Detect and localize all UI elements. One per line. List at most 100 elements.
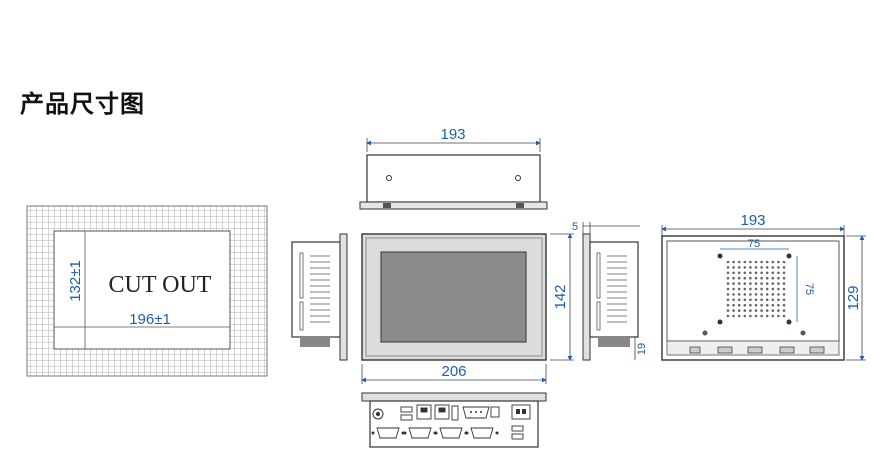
vent-hole: [749, 282, 752, 285]
back-width-dim: 193: [740, 212, 765, 229]
vent-hole: [754, 271, 758, 275]
vent-hole: [782, 271, 786, 275]
vent-hole: [782, 282, 786, 285]
vent-hole: [732, 282, 735, 285]
vent-hole: [754, 276, 758, 280]
front-view: 206 142: [361, 233, 574, 384]
vent-hole: [765, 298, 769, 302]
vent-hole: [765, 293, 769, 296]
vent-hole: [760, 266, 763, 269]
side-bottom-dim: 19: [636, 343, 648, 355]
vent-hole: [782, 287, 786, 291]
vent-hole: [732, 276, 735, 280]
top-chassis: [366, 154, 541, 203]
vent-hole: [737, 276, 741, 280]
vent-hole: [760, 271, 763, 275]
vesa-hole-icon: [786, 253, 792, 259]
back-view: 193 75 75 129: [661, 212, 866, 361]
vent-hole: [765, 287, 769, 291]
vent-hole: [782, 260, 786, 264]
io-bottom-view: [361, 392, 547, 448]
vent-hole: [726, 266, 730, 269]
vesa-horizontal-dim: 75: [748, 238, 760, 250]
vent-hole: [732, 287, 735, 291]
vent-hole: [765, 276, 769, 280]
vent-hole: [782, 276, 786, 280]
vent-hole: [732, 266, 735, 269]
vent-hole: [777, 282, 780, 285]
vent-hole: [771, 298, 775, 302]
vent-hole: [754, 266, 758, 269]
vesa-hole-icon: [717, 253, 723, 259]
vesa-vertical-dim: 75: [803, 283, 815, 295]
vent-hole: [732, 314, 735, 318]
lcd-screen: [380, 251, 527, 343]
vent-hole: [771, 303, 775, 307]
vent-hole: [749, 260, 752, 264]
vent-hole: [771, 266, 775, 269]
vent-hole: [782, 303, 786, 307]
vent-hole: [749, 314, 752, 318]
vent-hole: [737, 271, 741, 275]
vent-hole: [726, 293, 730, 296]
vent-hole: [726, 314, 730, 318]
vent-hole: [726, 287, 730, 291]
vent-hole: [782, 309, 786, 312]
vent-hole: [771, 260, 775, 264]
vent-hole: [777, 287, 780, 291]
top-view: 193: [359, 126, 548, 210]
vent-hole: [737, 260, 741, 264]
back-cover: [666, 240, 840, 342]
vent-hole: [743, 266, 747, 269]
vent-hole: [771, 314, 775, 318]
usb-port-icon: [400, 406, 413, 421]
vent-hole: [777, 266, 780, 269]
vent-hole: [754, 287, 758, 291]
vent-hole: [765, 309, 769, 312]
vent-hole: [732, 260, 735, 264]
vent-hole: [782, 266, 786, 269]
vesa-hole-icon: [786, 319, 792, 325]
vent-hole: [737, 309, 741, 312]
vent-hole: [760, 282, 763, 285]
vent-hole: [732, 271, 735, 275]
vent-hole: [777, 276, 780, 280]
side-depth-dim: 5: [572, 221, 578, 233]
vent-hole: [743, 287, 747, 291]
vent-hole: [760, 314, 763, 318]
vent-hole: [732, 309, 735, 312]
vent-hole: [726, 276, 730, 280]
vent-hole: [743, 293, 747, 296]
vent-hole: [726, 282, 730, 285]
vent-hole: [737, 293, 741, 296]
vent-hole: [743, 314, 747, 318]
vent-hole: [782, 293, 786, 296]
vent-hole: [771, 309, 775, 312]
vent-hole: [749, 287, 752, 291]
vent-hole: [777, 260, 780, 264]
cutout-height-dim: 132±1: [67, 260, 84, 302]
vent-hole: [749, 266, 752, 269]
vent-hole: [754, 298, 758, 302]
vent-hole: [754, 260, 758, 264]
power-port-icon: [511, 404, 531, 420]
vent-hole: [737, 287, 741, 291]
vent-hole: [726, 309, 730, 312]
vent-hole: [743, 276, 747, 280]
vent-grid: [726, 260, 786, 318]
vent-hole: [782, 314, 786, 318]
vent-hole: [737, 298, 741, 302]
vent-hole: [782, 298, 786, 302]
front-width-dim: 206: [441, 363, 466, 380]
vent-hole: [743, 260, 747, 264]
vent-hole: [737, 266, 741, 269]
vent-hole: [732, 298, 735, 302]
vent-hole: [777, 314, 780, 318]
side-chassis-right: [589, 241, 639, 338]
vent-hole: [743, 303, 747, 307]
vent-hole: [743, 271, 747, 275]
vent-hole: [737, 303, 741, 307]
cutout-width-dim: 196±1: [129, 311, 171, 328]
vent-hole: [743, 298, 747, 302]
front-height-dim: 142: [552, 284, 569, 309]
